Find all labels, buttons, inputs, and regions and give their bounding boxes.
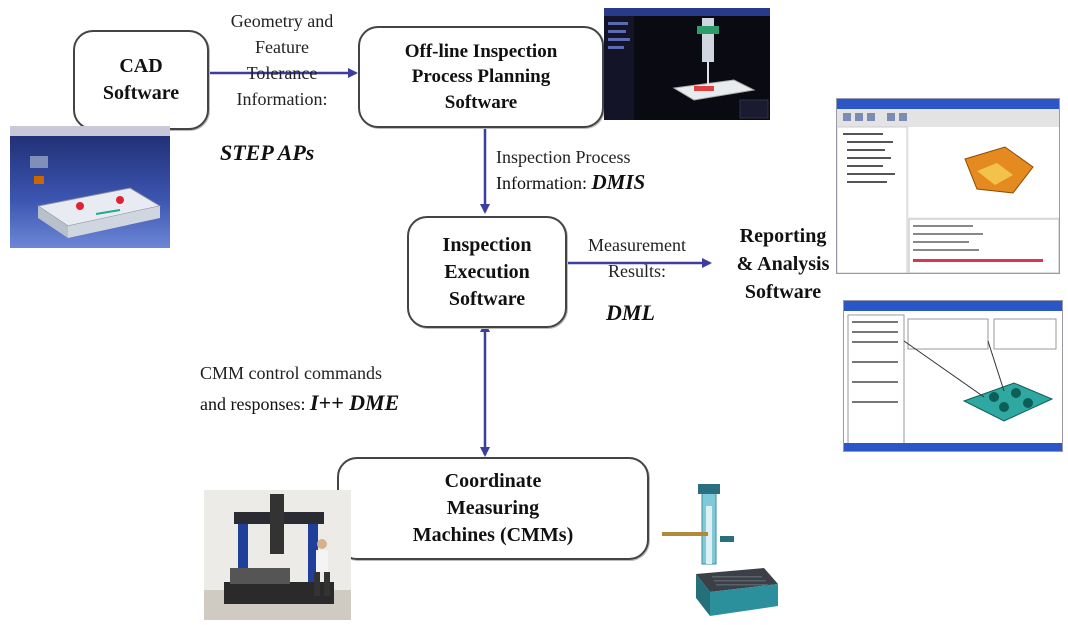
cad-software-label: CAD Software bbox=[102, 55, 180, 104]
dml-label: DML bbox=[606, 300, 655, 325]
cad-software-box: CAD Software bbox=[73, 30, 209, 130]
geometry-tolerance-label: Geometry and Feature Tolerance Informati… bbox=[230, 11, 334, 110]
cmm-control-line1: CMM control commands bbox=[200, 363, 382, 383]
cmm-box: Coordinate Measuring Machines (CMMs) bbox=[337, 457, 649, 560]
offline-planning-box: Off-line Inspection Process Planning Sof… bbox=[358, 26, 604, 128]
reporting-screenshot-lower bbox=[843, 300, 1063, 452]
dmis-label: DMIS bbox=[591, 170, 646, 194]
cmm-machine-photo bbox=[204, 490, 351, 620]
measurement-results-label: Measurement Results: bbox=[588, 235, 686, 282]
planning-software-screenshot bbox=[604, 8, 770, 120]
cmm-control-line2: and responses: I++ DME bbox=[200, 390, 399, 416]
information-label: Information: bbox=[496, 173, 587, 193]
cmm-label: Coordinate Measuring Machines (CMMs) bbox=[412, 470, 574, 546]
idme-label: I++ DME bbox=[309, 390, 400, 415]
reporting-analysis-label: Reporting & Analysis Software bbox=[736, 225, 830, 303]
information-dmis-row: Information: DMIS bbox=[496, 170, 645, 195]
reporting-screenshot-upper bbox=[836, 98, 1060, 274]
and-responses-label: and responses: bbox=[200, 394, 306, 414]
execution-box: Inspection Execution Software bbox=[407, 216, 567, 328]
execution-label: Inspection Execution Software bbox=[442, 233, 532, 310]
offline-planning-label: Off-line Inspection Process Planning Sof… bbox=[404, 40, 558, 113]
height-gauge-photo bbox=[662, 482, 784, 620]
inspection-process-label: Inspection Process bbox=[496, 147, 631, 167]
cad-part-screenshot bbox=[10, 126, 170, 248]
step-aps-label: STEP APs bbox=[220, 140, 315, 165]
